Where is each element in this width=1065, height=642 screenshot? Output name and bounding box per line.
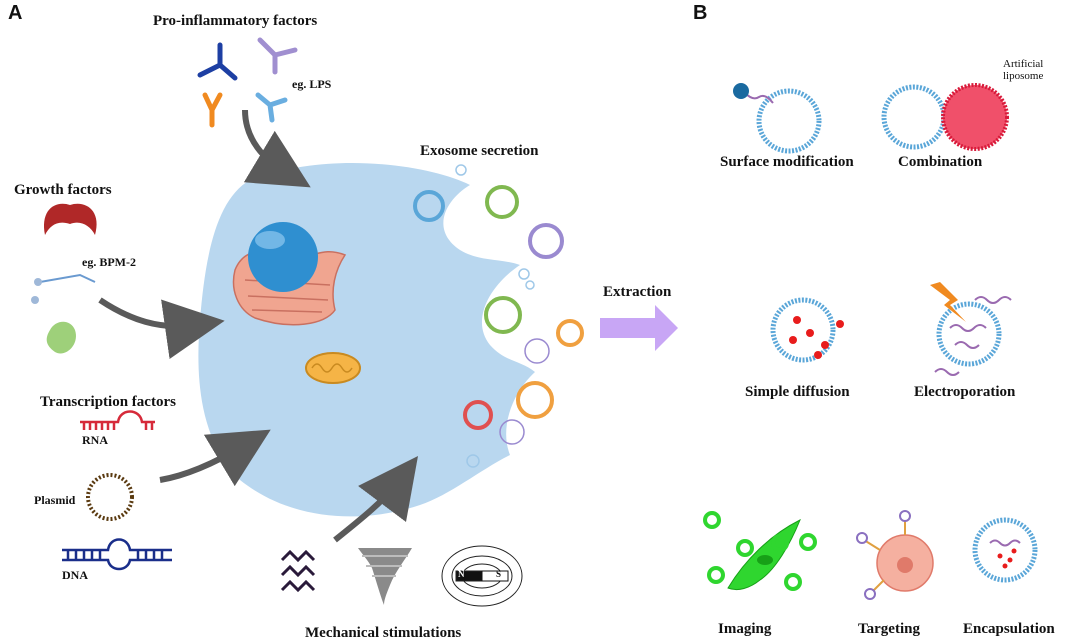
electroporation-vesicle <box>930 282 1012 376</box>
magnet-s-label: S <box>496 569 502 579</box>
mitochondrion <box>305 352 361 384</box>
dna-icon <box>62 538 172 571</box>
stimulus-arrows <box>98 109 419 543</box>
simple-diffusion-label: Simple diffusion <box>745 384 850 400</box>
encapsulation-label: Encapsulation <box>963 621 1055 637</box>
simple-diffusion-vesicle <box>770 297 844 363</box>
targeting-label: Targeting <box>858 621 920 637</box>
encapsulation-vesicle <box>972 517 1038 583</box>
magnet-n-label: N <box>458 569 465 579</box>
plasmid-icon <box>86 473 134 521</box>
electroporation-label: Electroporation <box>914 384 1016 400</box>
pro-inflammatory-title: Pro-inflammatory factors <box>153 13 318 29</box>
artificial-liposome-label: Artificial liposome <box>1003 58 1044 82</box>
growth-factor-icons <box>31 203 97 354</box>
cell-body <box>198 163 535 517</box>
exosome-vesicles <box>413 164 584 468</box>
antibody-icons <box>197 37 298 128</box>
rna-icon <box>80 410 155 430</box>
mechanical-stimulations-title: Mechanical stimulations <box>305 625 462 641</box>
imaging-cell <box>703 511 817 591</box>
targeting-cell <box>856 510 934 600</box>
tornado-icon <box>358 548 412 605</box>
panel-a-label: A <box>8 2 23 24</box>
exosome-secretion-title: Exosome secretion <box>420 143 539 159</box>
extraction-label: Extraction <box>603 284 672 300</box>
extraction-arrow <box>600 305 678 351</box>
panel-b-label: B <box>693 2 708 24</box>
scaffold-mesh-icon <box>280 549 316 593</box>
dna-label: DNA <box>62 568 88 582</box>
nucleus <box>248 222 318 292</box>
combination-label: Combination <box>898 154 983 170</box>
surface-modification-vesicle <box>733 83 822 154</box>
imaging-label: Imaging <box>718 621 772 637</box>
bpm2-example-label: eg. BPM-2 <box>82 255 136 269</box>
surface-modification-label: Surface modification <box>720 154 854 170</box>
rna-label: RNA <box>82 433 108 447</box>
plasmid-label: Plasmid <box>34 493 76 507</box>
growth-factors-title: Growth factors <box>14 182 112 198</box>
combination-vesicles <box>881 83 1009 151</box>
lps-example-label: eg. LPS <box>292 77 332 91</box>
transcription-factors-title: Transcription factors <box>40 394 176 410</box>
magnetic-field-icon <box>441 545 523 607</box>
